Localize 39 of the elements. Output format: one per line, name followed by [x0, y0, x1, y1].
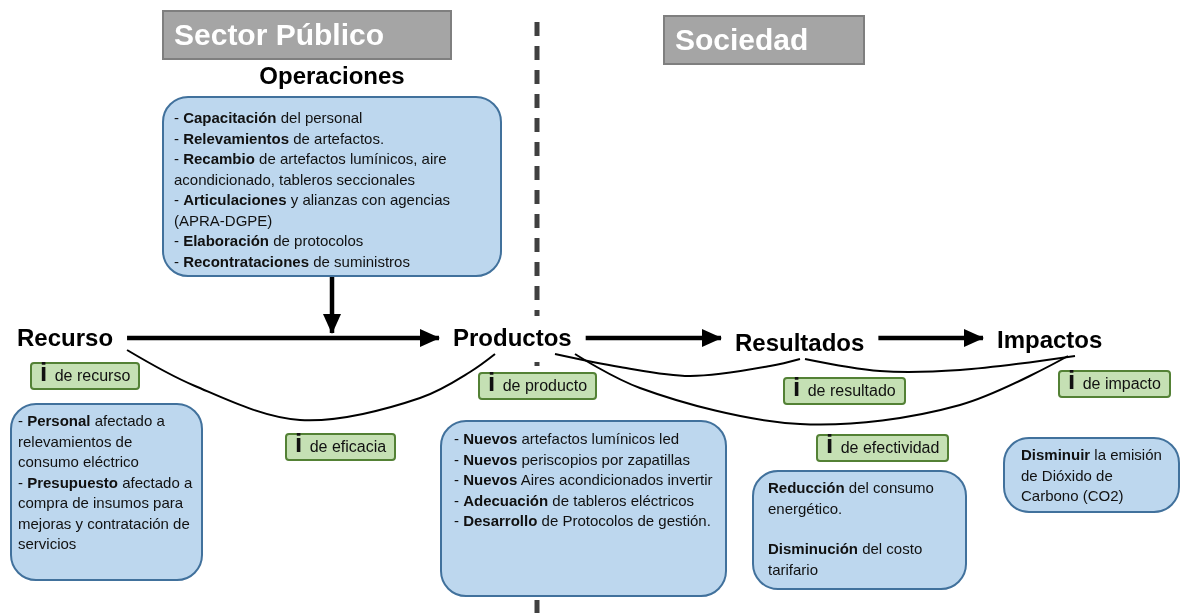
section-heading: Operaciones [258, 61, 406, 91]
box-text: Reducción del consumo energético. [768, 478, 935, 519]
rounded-box [1003, 437, 1180, 513]
connector-curve [574, 353, 1069, 426]
stage-label: Productos [439, 322, 586, 354]
connector-curve [126, 349, 496, 422]
connector-curve [804, 355, 1076, 374]
box-text: Disminución del costo tarifario [768, 539, 924, 580]
indicator-tag: i de resultado [783, 377, 906, 405]
box-text: - Nuevos artefactos lumínicos led [454, 429, 681, 449]
rounded-box [752, 470, 967, 590]
bullet-item: - Relevamientos de artefactos. [174, 128, 386, 149]
box-text: - Nuevos periscopios por zapatillas [454, 449, 691, 470]
bullet-item: - Recontrataciones de suministros [174, 251, 411, 272]
arrow [323, 277, 341, 334]
indicator-tag: i de eficacia [285, 433, 397, 461]
rounded-box [10, 403, 203, 581]
box-text: - Nuevos Aires acondicionados invertir [454, 470, 714, 490]
stage-label: Recurso [3, 322, 128, 354]
box-text: - Presupuesto afectado a compra de insumos para mejoras y contratación de servicios [18, 472, 194, 554]
bullet-item: - Elaboración de protocolos [174, 231, 365, 251]
connector-curve [554, 353, 801, 377]
arrow [127, 329, 440, 347]
arrow [585, 329, 722, 347]
box-text: - Adecuación de tableros eléctricos [454, 490, 696, 511]
section-header: Sociedad [663, 15, 865, 65]
indicator-tag: i de producto [478, 372, 598, 400]
bullet-item: - Articulaciones y alianzas con agencias (APRA-DGPE) [174, 190, 451, 231]
bullet-item: - Capacitación del personal [174, 108, 364, 128]
rounded-box [440, 420, 727, 597]
arrow [878, 329, 984, 347]
indicator-tag: i de recurso [30, 362, 141, 390]
indicator-tag: i de impacto [1058, 370, 1171, 398]
section-header: Sector Público [162, 10, 452, 60]
stage-label: Impactos [983, 324, 1117, 356]
box-text: Disminuir la emisión de Dióxido de Carbono (CO2) [1021, 445, 1163, 506]
indicator-tag: i de efectividad [816, 434, 950, 462]
box-text: - Desarrollo de Protocolos de gestión. [454, 511, 712, 531]
stage-label: Resultados [721, 327, 879, 359]
